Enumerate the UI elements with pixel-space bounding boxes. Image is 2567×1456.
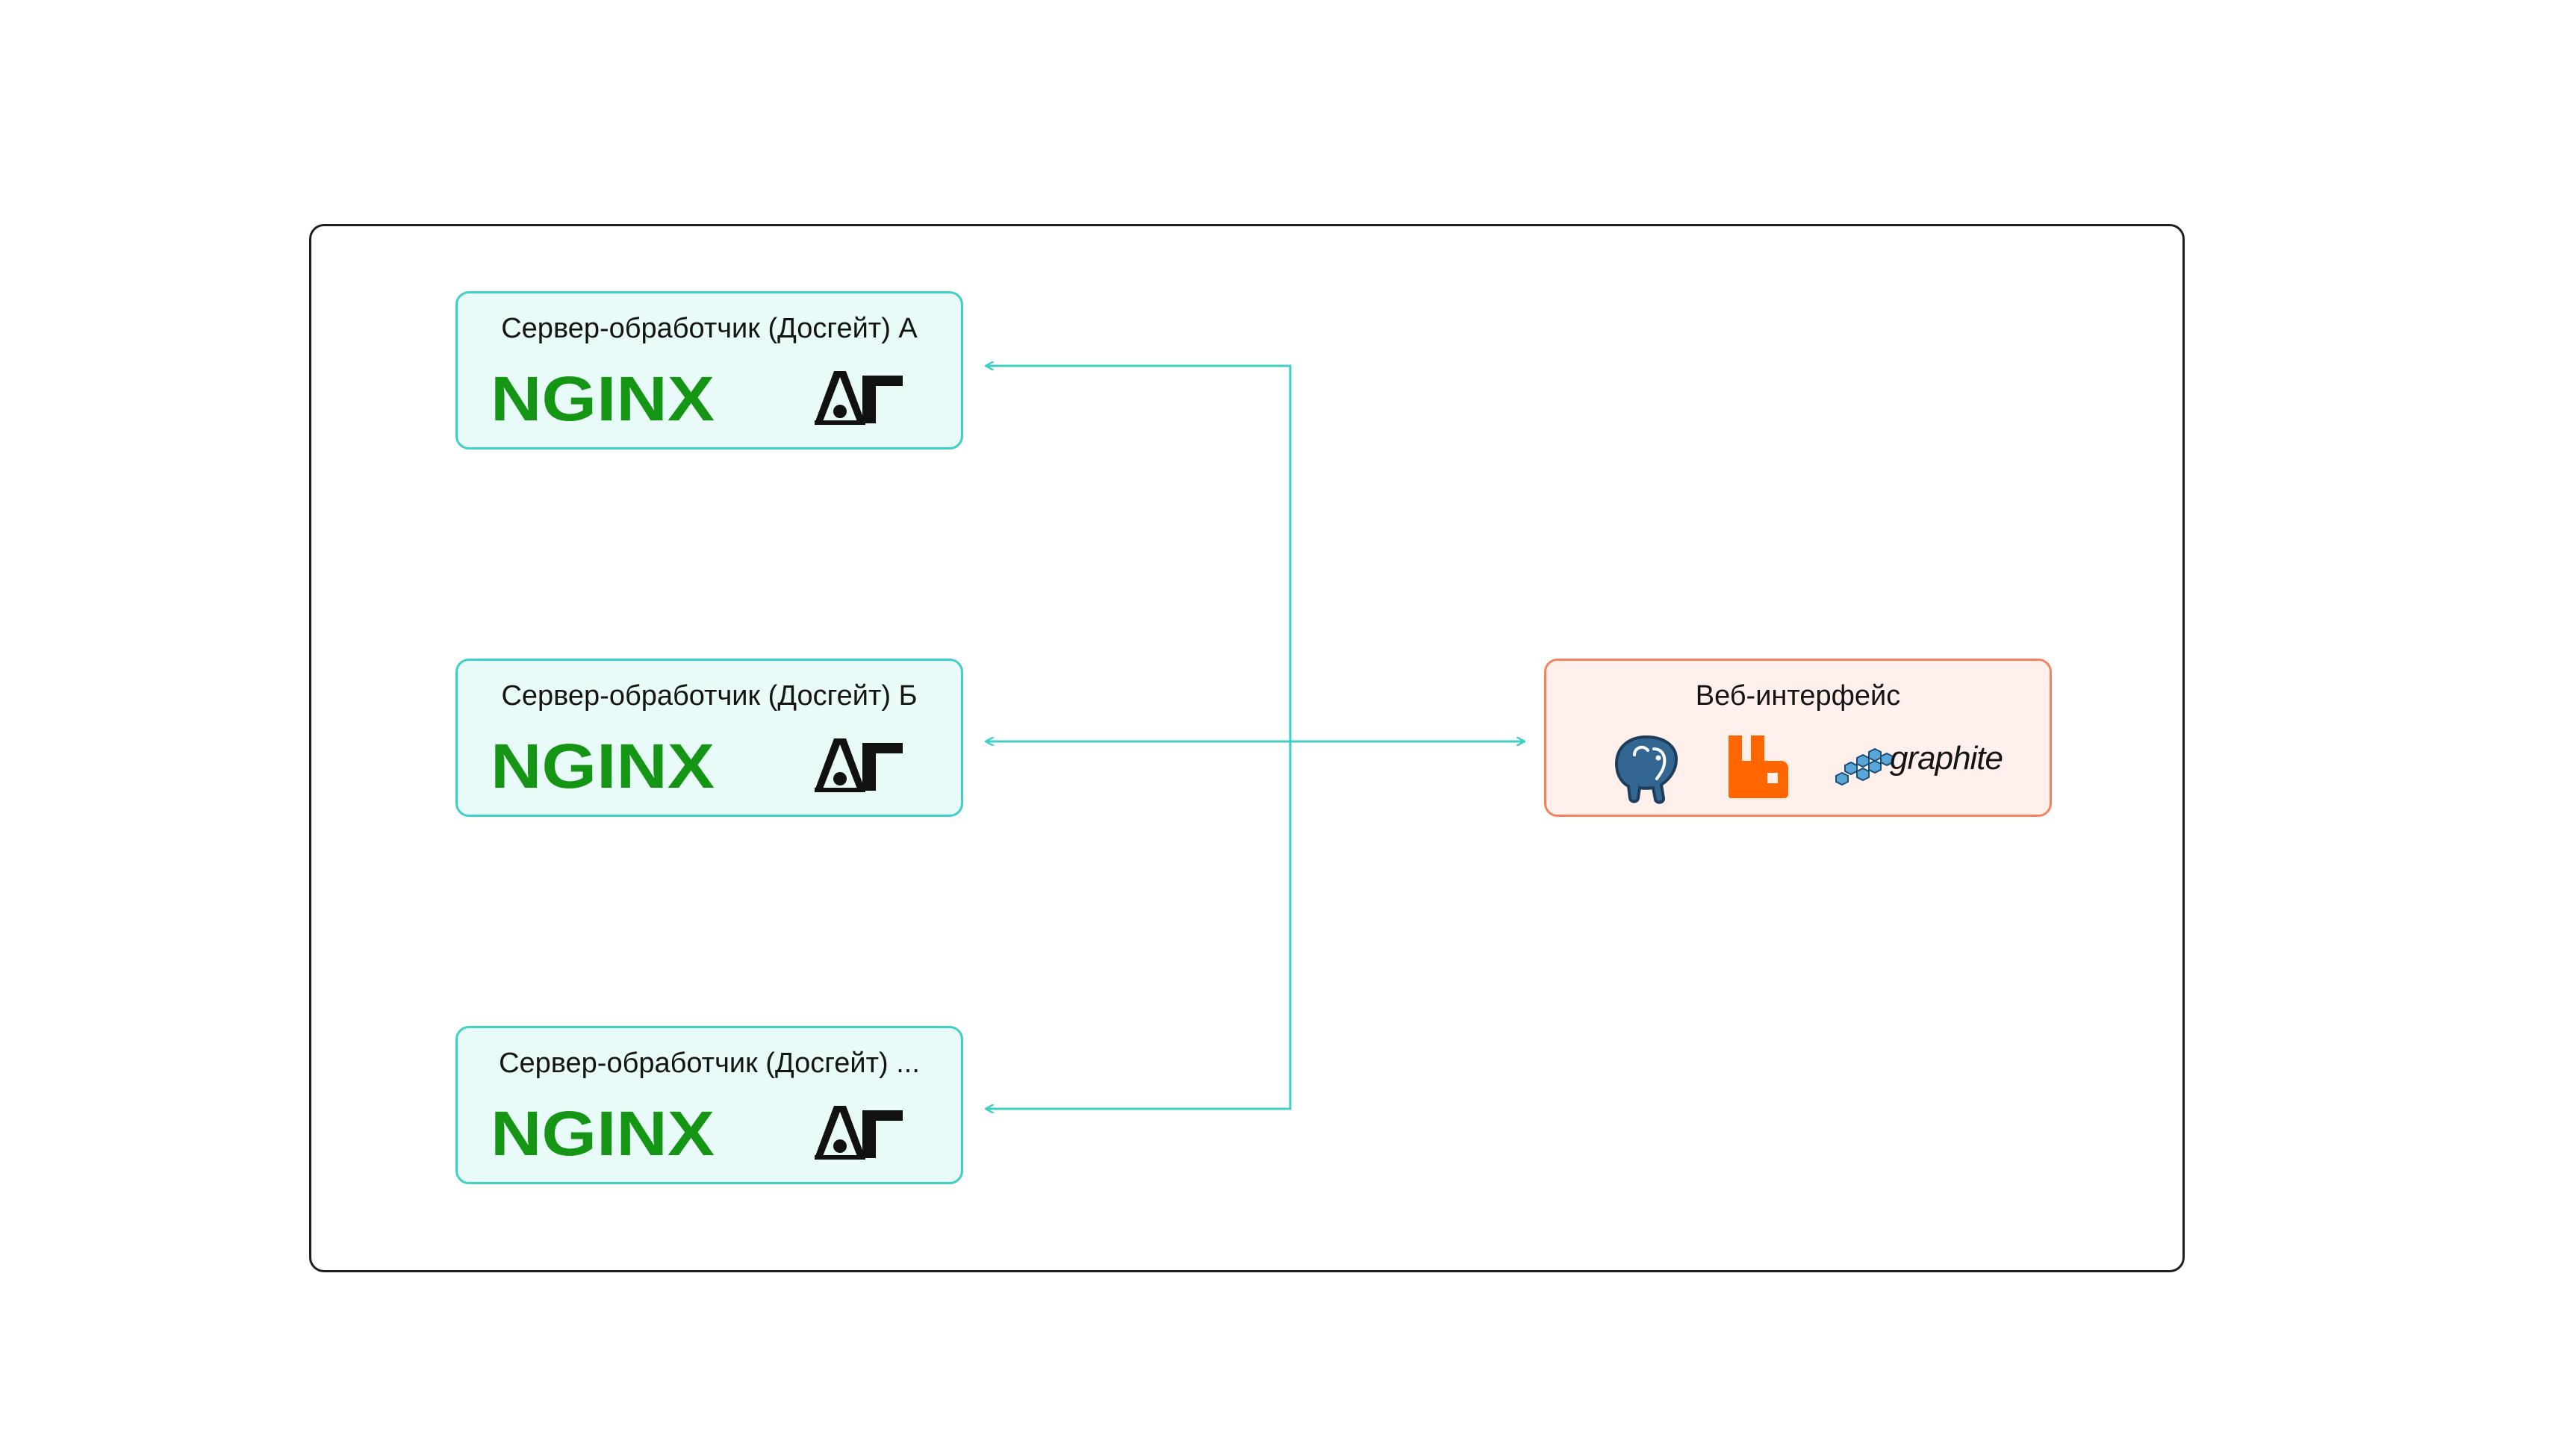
server-node-c: Сервер-обработчик (Досгейт) ... NGINX (455, 1026, 963, 1184)
web-interface-title: Веб-интерфейс (1695, 680, 1901, 712)
server-title-a: Сервер-обработчик (Досгейт) А (501, 313, 918, 344)
nginx-logo-text: NGINX (491, 738, 715, 795)
server-node-a: Сервер-обработчик (Досгейт) А NGINX (455, 291, 963, 449)
nginx-logo-text: NGINX (491, 1106, 715, 1163)
server-title-c: Сервер-обработчик (Досгейт) ... (499, 1048, 920, 1079)
graphite-logo-icon (1835, 747, 1894, 786)
dosgate-logo-icon (815, 371, 903, 425)
nginx-logo-icon: NGINX (491, 738, 715, 795)
rabbitmq-logo-icon (1729, 735, 1788, 798)
postgresql-elephant-icon (1614, 735, 1678, 804)
nginx-logo-icon: NGINX (491, 371, 715, 428)
server-node-b: Сервер-обработчик (Досгейт) Б NGINX (455, 659, 963, 817)
nginx-logo-text: NGINX (491, 371, 715, 428)
system-boundary-frame (309, 224, 2185, 1272)
web-interface-node: Веб-интерфейс graphite (1544, 659, 2052, 817)
server-title-b: Сервер-обработчик (Досгейт) Б (501, 680, 918, 712)
nginx-logo-icon: NGINX (491, 1106, 715, 1163)
graphite-logo-text: graphite (1890, 740, 2003, 777)
dosgate-logo-icon (815, 1106, 903, 1160)
dosgate-logo-icon (815, 738, 903, 792)
